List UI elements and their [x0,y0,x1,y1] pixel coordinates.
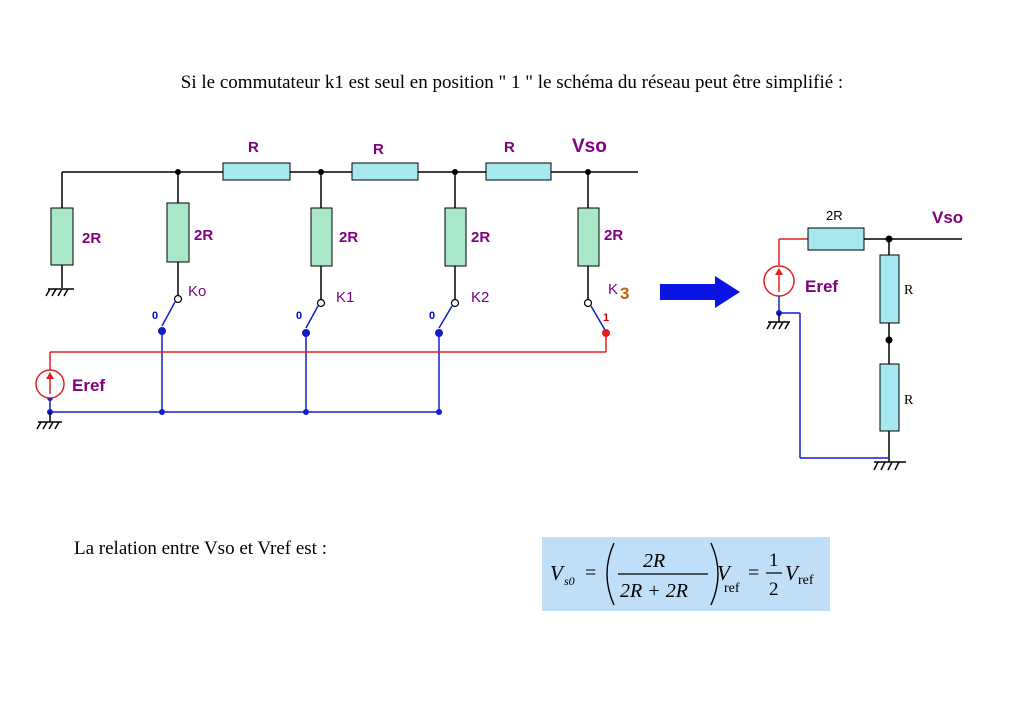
output-label-vso: Vso [572,136,607,157]
switch-label-k1: K1 [336,289,354,306]
formula-ref-sub: ref [724,581,740,596]
right-blue-wire [778,296,889,459]
formula-lhs-var: V [550,561,565,585]
shunt-label-4: 2R [471,229,490,246]
formula-box: V s0 = 2R 2R + 2R V ref = 1 2 V ref [542,537,830,611]
red-contact-dot [602,329,610,337]
formula-half-den: 2 [769,579,779,600]
formula-numerator: 2R [643,550,665,572]
formula-right-paren [710,542,719,606]
ground-symbol-left-top [45,288,74,297]
relation-text: La relation entre Vso et Vref est : [74,538,327,559]
switch-label-k0: Ko [188,283,206,300]
switch-k0-position-0: 0 [152,310,158,322]
switch-blades-blue [161,301,606,331]
switch-k2-position-0: 0 [429,310,435,322]
current-source-eref-right [763,265,795,297]
right-red-wire [778,238,808,265]
right-simplified-circuit: 2R Vso R R Eref [763,208,963,471]
right-black-wires [864,238,962,462]
formula-half-num: 1 [769,550,779,571]
ground-symbol-left-bottom [36,412,62,430]
intro-text: Si le commutateur k1 est seul en positio… [180,72,844,93]
transform-arrow [660,276,740,308]
formula-equals-2: = [748,562,759,584]
shunt-label-3: 2R [339,229,358,246]
switch-label-k2: K2 [471,289,489,306]
blue-contact-dots [47,327,443,415]
formula-ref-var: V [717,561,732,585]
source-label-eref-left: Eref [72,376,105,395]
right-label-2r: 2R [826,208,843,223]
switch-k1-position-0: 0 [296,310,302,322]
shunt-label-2: 2R [194,227,213,244]
right-label-r-upper: R [904,283,914,298]
formula-ref-var-2: V [785,561,800,585]
formula-lhs-sub: s0 [564,574,575,588]
series-label-1: R [248,139,259,156]
red-reference-rail [49,334,607,370]
switch-k3-position-1: 1 [603,312,609,324]
right-source-label-eref: Eref [805,277,838,296]
shunt-resistors [50,202,600,267]
series-label-3: R [504,139,515,156]
shunt-label-5: 2R [604,227,623,244]
right-label-r-lower: R [904,393,914,408]
right-output-label-vso: Vso [932,208,963,227]
ground-symbol-right-bottom [873,461,906,471]
formula-equals-1: = [585,562,596,584]
switch-label-k3: K [608,281,618,298]
shunt-label-1: 2R [82,230,101,247]
top-rail [61,171,638,300]
formula-ref-sub-2: ref [798,573,814,588]
current-source-eref-left [35,369,65,412]
series-resistors [222,162,552,181]
blue-ground-rail [50,330,440,413]
ground-symbol-right-source [766,313,790,330]
series-label-2: R [373,141,384,158]
right-junction-dots [885,235,893,344]
formula: V s0 = 2R 2R + 2R V ref = 1 2 V ref [550,542,814,606]
formula-denominator: 2R + 2R [620,580,688,602]
formula-left-paren [606,542,615,606]
junction-dots [175,169,591,175]
switch-label-k3-digit: 3 [620,284,629,303]
left-ladder-circuit: R R R Vso 2R 2R 2R 2R 2R Ko [35,136,638,430]
switch-pivots [173,294,593,308]
right-resistors [807,227,900,432]
